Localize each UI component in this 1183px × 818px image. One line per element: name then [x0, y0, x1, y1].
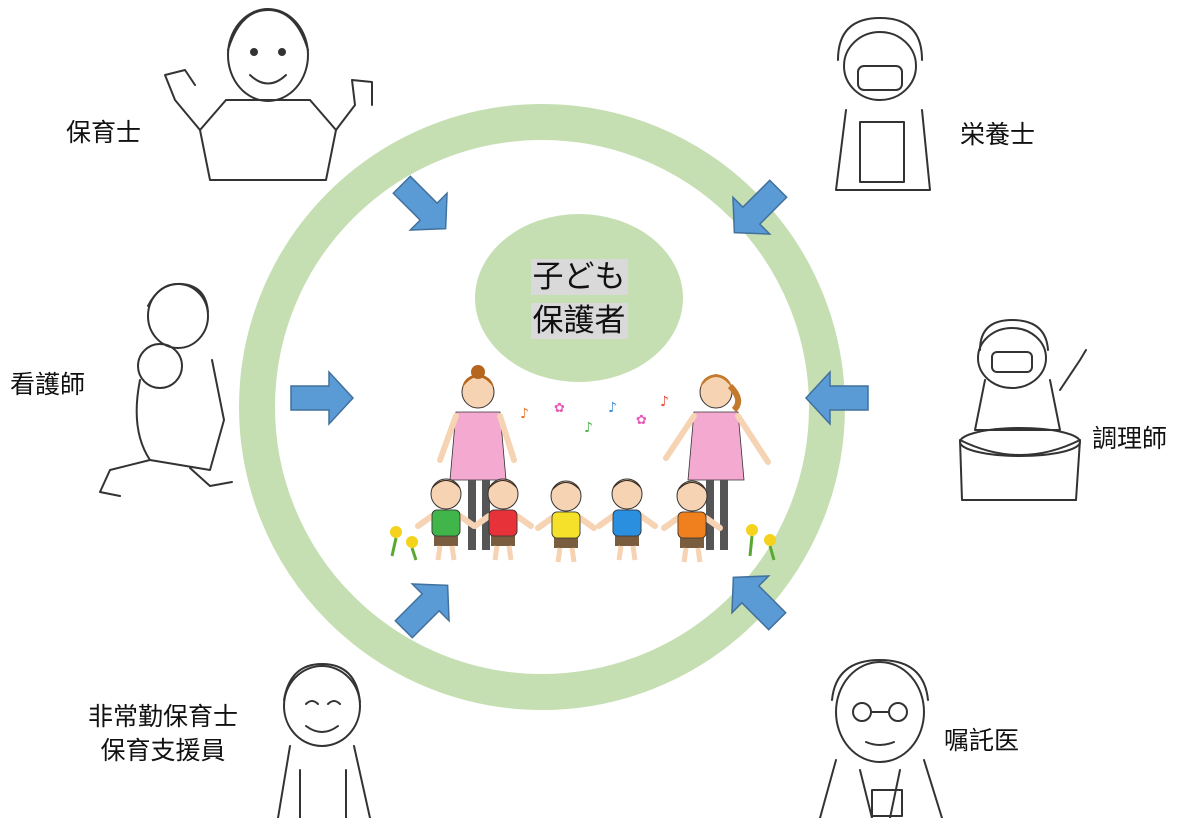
svg-text:✿: ✿ [554, 401, 565, 416]
center-circle [475, 214, 683, 382]
cook-stirring-pot-illustration [959, 319, 1087, 501]
svg-text:♪: ♪ [584, 420, 593, 436]
svg-text:♪: ♪ [660, 394, 669, 410]
childcare-support-staff-label: 保育支援員 [100, 736, 226, 765]
support-staff-illustration [277, 663, 371, 818]
nutritionist-label: 栄養士 [960, 120, 1036, 149]
svg-text:♪: ♪ [520, 406, 529, 422]
cook-label: 調理師 [1092, 424, 1168, 453]
doctor-with-stethoscope-illustration [819, 659, 943, 818]
nurse-holding-baby-illustration [99, 282, 233, 497]
guardians-label: 保護者 [530, 303, 628, 339]
puppet-teacher-illustration [164, 8, 373, 181]
part-time-label-group: 非常勤保育士 保育支援員 [78, 700, 248, 768]
svg-text:♪: ♪ [608, 400, 617, 416]
nutritionist-with-clipboard-illustration [835, 17, 931, 191]
part-time-childcare-worker-label: 非常勤保育士 [87, 702, 238, 731]
doctor-label: 嘱託医 [944, 726, 1020, 755]
nurse-label: 看護師 [10, 370, 86, 399]
teachers-and-children-illustration: ♪ ✿ ♪ ♪ ✿ ♪ [390, 365, 776, 562]
children-label: 子ども [530, 259, 628, 295]
svg-text:✿: ✿ [636, 413, 647, 428]
arrow-from-nurse [290, 371, 354, 425]
childcare-worker-label: 保育士 [66, 118, 142, 147]
center-label: 子ども 保護者 [527, 255, 631, 343]
